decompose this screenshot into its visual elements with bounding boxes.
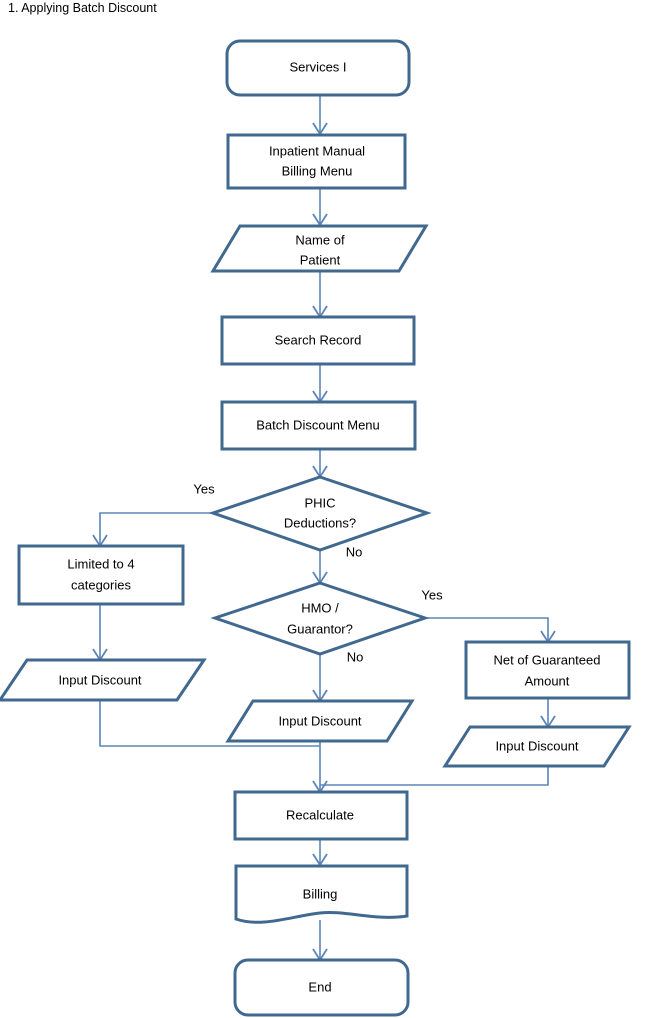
node-discmid-shape xyxy=(225,699,415,743)
branch-label-hmo-yes: Yes xyxy=(421,587,443,602)
node-discright-shape xyxy=(442,725,632,768)
node-input-discount-middle[interactable]: Input Discount xyxy=(225,699,415,743)
connector-discright-to-recalc xyxy=(320,766,549,786)
node-impb-label-line2: Billing Menu xyxy=(282,163,353,178)
node-services-label: Services I xyxy=(289,59,346,74)
node-phic-shape xyxy=(208,475,432,552)
node-billing[interactable]: Billing xyxy=(234,864,409,924)
node-limited-shape xyxy=(17,544,185,606)
node-input-discount-right[interactable]: Input Discount xyxy=(442,725,632,768)
node-patient-label-line2: Patient xyxy=(300,252,341,267)
node-patient-label-line1: Name of xyxy=(295,232,345,247)
node-discright-label: Input Discount xyxy=(495,738,578,753)
node-limited-label-line1: Limited to 4 xyxy=(67,556,134,571)
node-batch-discount-menu[interactable]: Batch Discount Menu xyxy=(220,400,417,451)
node-net-of-guaranteed-amount[interactable]: Net of Guaranteed Amount xyxy=(464,640,631,700)
node-netguar-shape xyxy=(464,640,631,700)
node-input-discount-left[interactable]: Input Discount xyxy=(0,658,207,702)
node-services-shape xyxy=(225,39,411,97)
node-end[interactable]: End xyxy=(233,958,410,1017)
branch-label-phic-yes: Yes xyxy=(193,481,215,496)
node-phic-label-line2: Deductions? xyxy=(284,515,356,530)
connector-phic-yes-to-limited xyxy=(99,512,213,545)
node-services[interactable]: Services I xyxy=(225,39,411,97)
node-hmo-guarantor-decision[interactable]: HMO / Guarantor? xyxy=(210,581,430,656)
node-batchmenu-label: Batch Discount Menu xyxy=(256,417,380,432)
node-netguar-label-line2: Amount xyxy=(525,673,570,688)
branch-label-hmo-no: No xyxy=(347,649,364,664)
node-hmo-label-line2: Guarantor? xyxy=(287,621,353,636)
node-discleft-shape xyxy=(0,658,207,702)
node-billing-label: Billing xyxy=(303,886,338,901)
page-title: 1. Applying Batch Discount xyxy=(8,1,157,15)
node-name-of-patient[interactable]: Name of Patient xyxy=(210,224,429,273)
node-discmid-label: Input Discount xyxy=(278,713,361,728)
connector-discleft-to-recalc xyxy=(99,700,320,747)
node-billing-shape xyxy=(234,864,409,924)
connector-hmo-yes-to-netguar xyxy=(425,617,549,641)
node-impb-shape xyxy=(226,133,407,190)
node-recalc-label: Recalculate xyxy=(286,807,354,822)
node-limited-to-4-categories[interactable]: Limited to 4 categories xyxy=(17,544,185,606)
node-patient-shape xyxy=(210,224,429,273)
node-impb-label-line1: Inpatient Manual xyxy=(269,143,365,158)
node-phic-label-line1: PHIC xyxy=(304,495,335,510)
node-phic-deductions-decision[interactable]: PHIC Deductions? xyxy=(208,475,432,552)
node-batchmenu-shape xyxy=(220,400,417,451)
branch-label-phic-no: No xyxy=(346,544,363,559)
node-inpatient-manual-billing-menu[interactable]: Inpatient Manual Billing Menu xyxy=(226,133,407,190)
node-netguar-label-line1: Net of Guaranteed xyxy=(494,652,601,667)
node-end-shape xyxy=(233,958,410,1017)
node-search-shape xyxy=(220,315,416,366)
node-end-label: End xyxy=(308,979,331,994)
node-search-label: Search Record xyxy=(275,332,362,347)
node-recalc-shape xyxy=(233,790,409,841)
node-recalculate[interactable]: Recalculate xyxy=(233,790,409,841)
node-limited-label-line2: categories xyxy=(71,577,131,592)
node-hmo-shape xyxy=(210,581,430,656)
node-search-record[interactable]: Search Record xyxy=(220,315,416,366)
node-hmo-label-line1: HMO / xyxy=(301,600,339,615)
node-discleft-label: Input Discount xyxy=(58,672,141,687)
